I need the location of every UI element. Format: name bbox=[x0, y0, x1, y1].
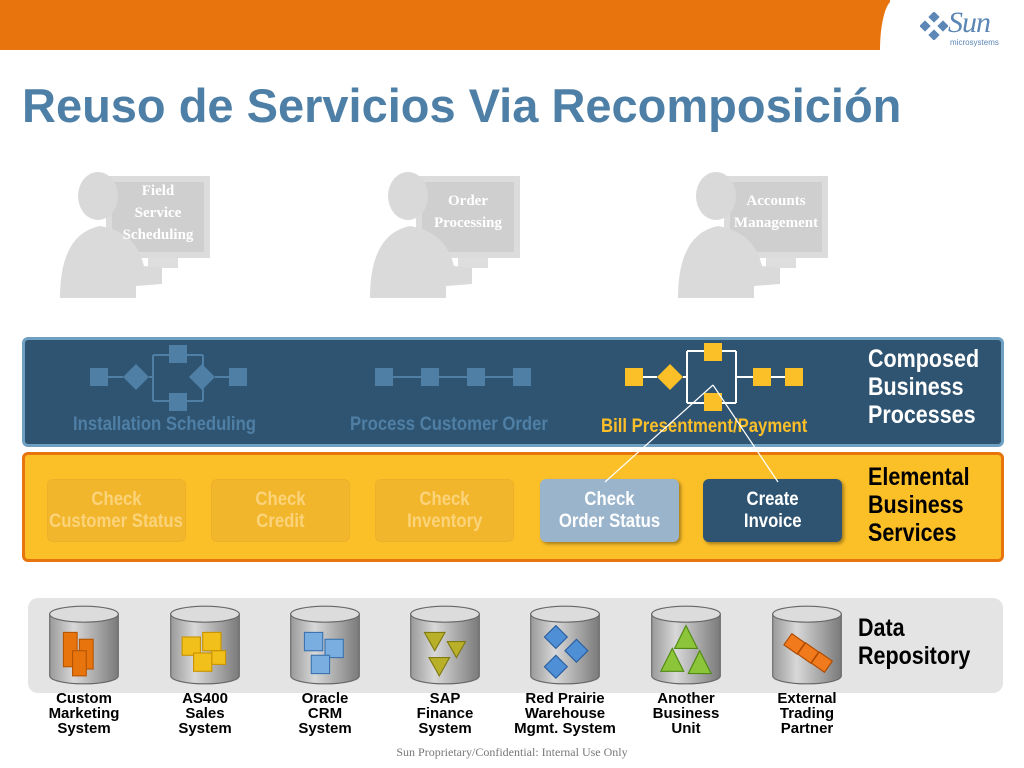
blue-cubes-icon bbox=[290, 605, 360, 685]
orange-stacked-icon bbox=[772, 605, 842, 685]
header-bar bbox=[0, 0, 1024, 50]
screen-label-line: Accounts bbox=[746, 193, 806, 209]
service-label-line: Inventory bbox=[406, 510, 483, 532]
system-label-line: Business bbox=[652, 705, 720, 722]
sun-wordmark: Sun bbox=[948, 6, 991, 39]
green-pyramids-icon bbox=[651, 605, 721, 685]
olive-pyramids-icon bbox=[410, 605, 480, 685]
screen-label-line: Field bbox=[141, 183, 175, 199]
screen-label-line: Scheduling bbox=[122, 227, 194, 243]
system-label-line: Oracle bbox=[301, 690, 349, 707]
system-label-line: System bbox=[298, 720, 352, 737]
process-label-process-customer-order: Process Customer Order bbox=[350, 414, 548, 435]
screen-label-line: Processing bbox=[433, 215, 503, 231]
system-label-line: System bbox=[418, 720, 472, 737]
system-label-line: Mgmt. System bbox=[514, 720, 616, 737]
elemental-layer-title: Elemental Business Services bbox=[868, 463, 970, 547]
process-label-bill-presentment: Bill Presentment/Payment bbox=[601, 416, 808, 437]
slide-title: Reuso de Servicios Via Recomposición bbox=[22, 79, 902, 132]
system-label-line: Partner bbox=[780, 720, 834, 737]
service-label-line: Credit bbox=[256, 510, 305, 532]
screen-label-line: Service bbox=[134, 205, 182, 221]
service-label-line: Check bbox=[91, 488, 142, 510]
service-label-line: Check bbox=[255, 488, 306, 510]
sun-logo-icon bbox=[920, 12, 948, 40]
process-label-installation-scheduling: Installation Scheduling bbox=[73, 414, 257, 435]
service-label-line: Invoice bbox=[743, 510, 802, 532]
bill-presentment-flow bbox=[625, 343, 803, 411]
system-label-line: Marketing bbox=[48, 705, 120, 722]
screen-label-line: Management bbox=[733, 215, 819, 231]
system-label-line: Custom bbox=[56, 690, 112, 707]
orange-blocks-icon bbox=[49, 605, 119, 685]
system-label-line: Red Prairie bbox=[525, 690, 605, 707]
sun-subtitle: microsystems bbox=[950, 38, 999, 47]
person-icon bbox=[678, 172, 828, 298]
service-label-line: Customer Status bbox=[49, 510, 184, 532]
installation-scheduling-flow bbox=[90, 345, 247, 411]
system-label-line: Unit bbox=[671, 720, 701, 737]
system-label-line: Finance bbox=[416, 705, 474, 722]
system-label-line: Trading bbox=[779, 705, 835, 722]
person-icon bbox=[370, 172, 520, 298]
service-label-line: Order Status bbox=[558, 510, 661, 532]
system-label-line: Another bbox=[657, 690, 715, 707]
system-label-line: AS400 bbox=[182, 690, 228, 707]
service-label-line: Check bbox=[584, 488, 635, 510]
footer-confidential: Sun Proprietary/Confidential: Internal U… bbox=[396, 745, 628, 759]
yellow-cubes-icon bbox=[170, 605, 240, 685]
system-label-line: SAP bbox=[429, 690, 461, 707]
service-label-line: Check bbox=[419, 488, 470, 510]
system-label-line: Sales bbox=[185, 705, 225, 722]
system-label-line: System bbox=[178, 720, 232, 737]
service-label-line: Create bbox=[746, 488, 799, 510]
system-label-line: External bbox=[777, 690, 837, 707]
system-label-line: System bbox=[57, 720, 111, 737]
person-icon bbox=[60, 172, 210, 298]
data-layer-title: Data Repository bbox=[858, 614, 971, 670]
logo-area bbox=[890, 0, 1024, 60]
system-label-line: Warehouse bbox=[524, 705, 606, 722]
blue-diamonds-icon bbox=[530, 605, 600, 685]
system-label-line: CRM bbox=[307, 705, 343, 722]
composed-layer-title: Composed Business Processes bbox=[868, 345, 980, 429]
process-customer-order-flow bbox=[375, 368, 531, 386]
screen-label-line: Order bbox=[448, 193, 488, 209]
